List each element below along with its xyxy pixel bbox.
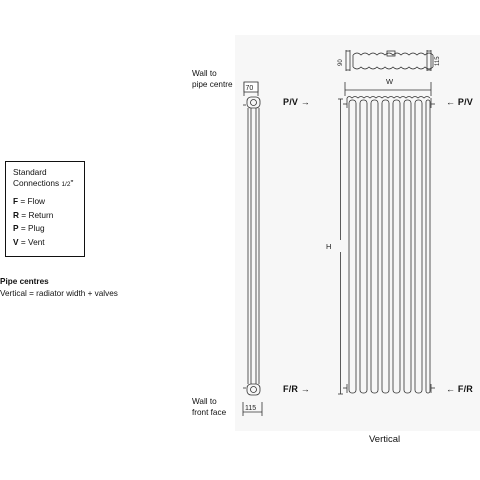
- legend-label: = Plug: [18, 223, 45, 233]
- view-caption: Vertical: [369, 434, 401, 445]
- legend-title-fraction: 1/2: [61, 181, 71, 188]
- legend-key: F: [13, 196, 19, 206]
- pipe-centres-heading: Pipe centres: [0, 277, 49, 286]
- bottom-right-connection: ← F/R: [446, 384, 473, 394]
- legend-label: = Flow: [18, 196, 46, 206]
- dim-height-label: H: [326, 242, 331, 251]
- legend-item-plug: P = Plug: [13, 222, 84, 236]
- legend-items: F = Flow R = Return P = Plug V = Vent: [13, 195, 84, 249]
- legend-title-line1: Standard: [13, 167, 47, 177]
- legend-key: P: [13, 223, 19, 233]
- legend-label: = Vent: [18, 236, 45, 247]
- radiator-columns: [348, 99, 431, 394]
- dim-wall-to-face: 115: [245, 405, 256, 412]
- pipe-centres-body: Vertical = radiator width + valves: [0, 288, 118, 298]
- front-view-radiator: [338, 82, 435, 395]
- legend-label: = Return: [19, 209, 54, 220]
- legend-title-suffix: ": [70, 178, 74, 188]
- top-view-radiator: [345, 50, 434, 71]
- dim-wall-to-pipe: 70: [246, 85, 254, 92]
- connections-legend: Standard Connections 1/2" F = Flow R = R…: [5, 161, 85, 257]
- dim-top-view-overall: 115: [435, 56, 441, 66]
- wall-to-face-label-line1: Wall to: [192, 397, 217, 406]
- wall-to-pipe-label-line2: pipe centre: [192, 80, 233, 89]
- legend-key: V: [13, 236, 19, 247]
- legend-item-vent: V = Vent: [13, 236, 84, 250]
- legend-item-flow: F = Flow: [13, 195, 84, 209]
- wall-to-pipe-label-line1: Wall to: [192, 69, 217, 78]
- top-left-connection: P/V →: [283, 97, 311, 107]
- dim-top-view-depth: 90: [338, 59, 344, 66]
- legend-title-line2: Connections 1/2": [13, 178, 84, 190]
- wall-to-face-label-line2: front face: [192, 408, 227, 417]
- legend-key: R: [13, 209, 19, 220]
- legend-title-prefix: Connections: [13, 178, 62, 188]
- bottom-left-connection: F/R →: [283, 384, 310, 394]
- drawing-area: [235, 35, 480, 431]
- pipe-centres-note: Pipe centres Vertical = radiator width +…: [0, 276, 118, 299]
- side-view-radiator: [242, 81, 263, 416]
- top-right-connection: ← P/V: [446, 97, 474, 107]
- legend-item-return: R = Return: [13, 209, 84, 223]
- dim-width-label: W: [386, 77, 394, 86]
